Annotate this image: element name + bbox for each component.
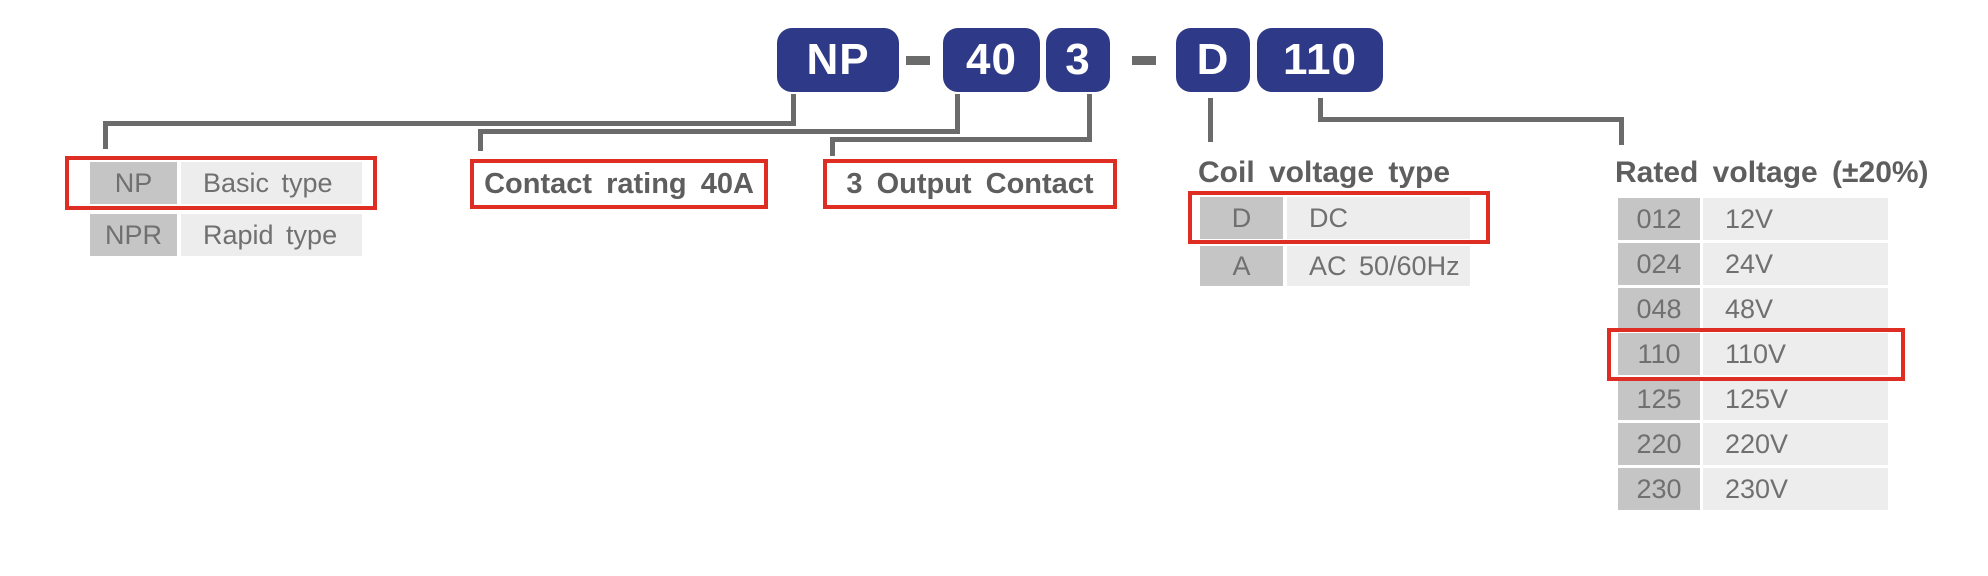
connector-output-contacts-stub xyxy=(830,137,835,156)
rated-voltage-label-cell: 125V xyxy=(1703,378,1888,420)
connector-output-contacts-horizontal xyxy=(830,137,1092,142)
rated-voltage-code-cell: 048 xyxy=(1618,288,1700,330)
series-label-cell: Rapid type xyxy=(181,214,362,256)
rated-voltage-selected-row-outline xyxy=(1607,328,1905,381)
rated-voltage-code-cell: 230 xyxy=(1618,468,1700,510)
rated-voltage-label-cell: 110V xyxy=(1703,333,1888,375)
coil-voltage-label-cell: DC xyxy=(1287,197,1470,239)
connector-coil-voltage-vertical xyxy=(1208,98,1213,142)
code-badge-coil-voltage-type: D xyxy=(1176,28,1250,92)
code-badge-contact-rating: 40 xyxy=(943,28,1040,92)
series-code-cell: NPR xyxy=(90,214,177,256)
output-contact-callout: 3 Output Contact xyxy=(823,159,1117,209)
code-separator-dash xyxy=(1132,56,1156,65)
connector-output-contacts-vertical xyxy=(1087,94,1092,142)
rated-voltage-label-cell: 24V xyxy=(1703,243,1888,285)
coil-voltage-selected-row-outline xyxy=(1188,191,1490,244)
rated-voltage-code-cell: 110 xyxy=(1618,333,1700,375)
connector-series-stub xyxy=(103,121,108,149)
code-badge-series: NP xyxy=(777,28,899,92)
connector-rated-voltage-vertical xyxy=(1318,98,1323,122)
connector-rated-voltage-horizontal xyxy=(1318,117,1624,122)
coil-voltage-label-cell: AC 50/60Hz xyxy=(1287,246,1470,286)
rated-voltage-title: Rated voltage (±20%) xyxy=(1615,156,1929,189)
series-code-cell: NP xyxy=(90,162,177,204)
rated-voltage-label-cell: 12V xyxy=(1703,198,1888,240)
code-badge-output-contacts: 3 xyxy=(1046,28,1110,92)
series-selected-row-outline xyxy=(65,156,377,210)
connector-series-horizontal xyxy=(103,121,796,126)
connector-contact-rating-vertical xyxy=(955,94,960,134)
connector-series-vertical xyxy=(791,94,796,126)
coil-voltage-title: Coil voltage type xyxy=(1198,156,1451,189)
contact-rating-callout: Contact rating 40A xyxy=(470,159,768,209)
code-badge-rated-voltage: 110 xyxy=(1257,28,1383,92)
coil-voltage-code-cell: A xyxy=(1200,246,1283,286)
rated-voltage-code-cell: 220 xyxy=(1618,423,1700,465)
rated-voltage-code-cell: 125 xyxy=(1618,378,1700,420)
connector-contact-rating-horizontal xyxy=(478,129,960,134)
connector-rated-voltage-stub xyxy=(1619,117,1624,145)
rated-voltage-label-cell: 48V xyxy=(1703,288,1888,330)
rated-voltage-code-cell: 012 xyxy=(1618,198,1700,240)
coil-voltage-code-cell: D xyxy=(1200,197,1283,239)
connector-contact-rating-stub xyxy=(478,129,483,151)
code-separator-dash xyxy=(906,56,930,65)
rated-voltage-code-cell: 024 xyxy=(1618,243,1700,285)
series-label-cell: Basic type xyxy=(181,162,362,204)
rated-voltage-label-cell: 230V xyxy=(1703,468,1888,510)
rated-voltage-label-cell: 220V xyxy=(1703,423,1888,465)
